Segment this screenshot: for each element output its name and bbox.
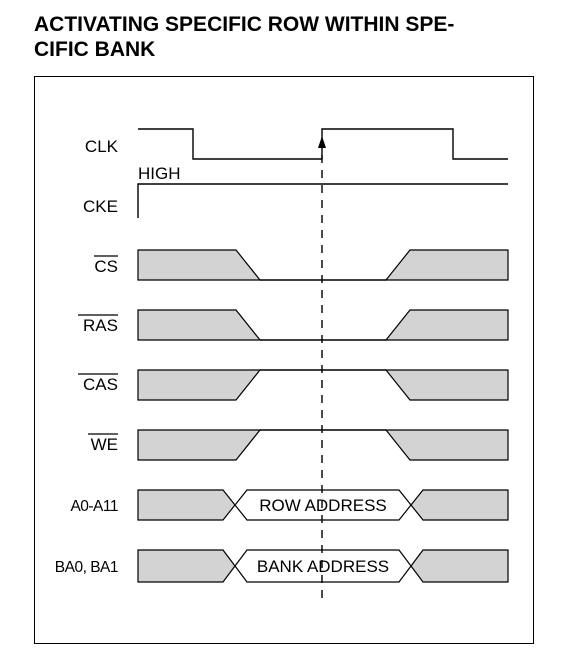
cas-label: CAS — [83, 375, 118, 394]
we-waveform — [137, 429, 509, 461]
cs-right-region — [384, 249, 509, 281]
ras-waveform — [137, 309, 509, 341]
bank-right-region — [410, 549, 509, 583]
diagram-frame — [34, 76, 534, 644]
title-line-1: ACTIVATING SPECIFIC ROW WITHIN SPE- — [34, 13, 455, 36]
rising-edge-arrow-icon — [318, 136, 326, 148]
cs-waveform — [137, 249, 509, 281]
bank-bus: BANK ADDRESS — [137, 549, 509, 583]
bank-left-region — [137, 549, 236, 583]
we-label-group: WE — [88, 433, 118, 454]
cs-label: CS — [94, 257, 118, 276]
addr-right-region — [410, 489, 509, 521]
cke-high-label: HIGH — [138, 164, 181, 183]
ras-left-region — [137, 309, 262, 341]
bank-address-label: BANK ADDRESS — [257, 557, 389, 576]
ras-label-group: RAS — [78, 314, 118, 335]
ras-label: RAS — [83, 316, 118, 335]
cas-left-region — [137, 369, 262, 401]
bank-label: BA0, BA1 — [55, 559, 118, 576]
addr-label: A0-A11 — [70, 498, 118, 515]
we-left-region — [137, 429, 262, 461]
title-line-2: CIFIC BANK — [34, 38, 156, 61]
cas-waveform — [137, 369, 509, 401]
cke-waveform — [137, 183, 508, 218]
we-label: WE — [91, 435, 118, 454]
cs-label-group: CS — [94, 255, 118, 276]
we-right-region — [384, 429, 509, 461]
diagram-title: ACTIVATING SPECIFIC ROW WITHIN SPE- CIFI… — [34, 12, 534, 62]
row-address-label: ROW ADDRESS — [259, 496, 387, 515]
addr-bus: ROW ADDRESS — [137, 489, 509, 521]
cke-label: CKE — [83, 197, 118, 216]
addr-left-region — [137, 489, 236, 521]
ras-right-region — [384, 309, 509, 341]
cas-right-region — [384, 369, 509, 401]
cs-left-region — [137, 249, 262, 281]
cas-label-group: CAS — [78, 373, 118, 394]
clk-label: CLK — [85, 137, 119, 156]
